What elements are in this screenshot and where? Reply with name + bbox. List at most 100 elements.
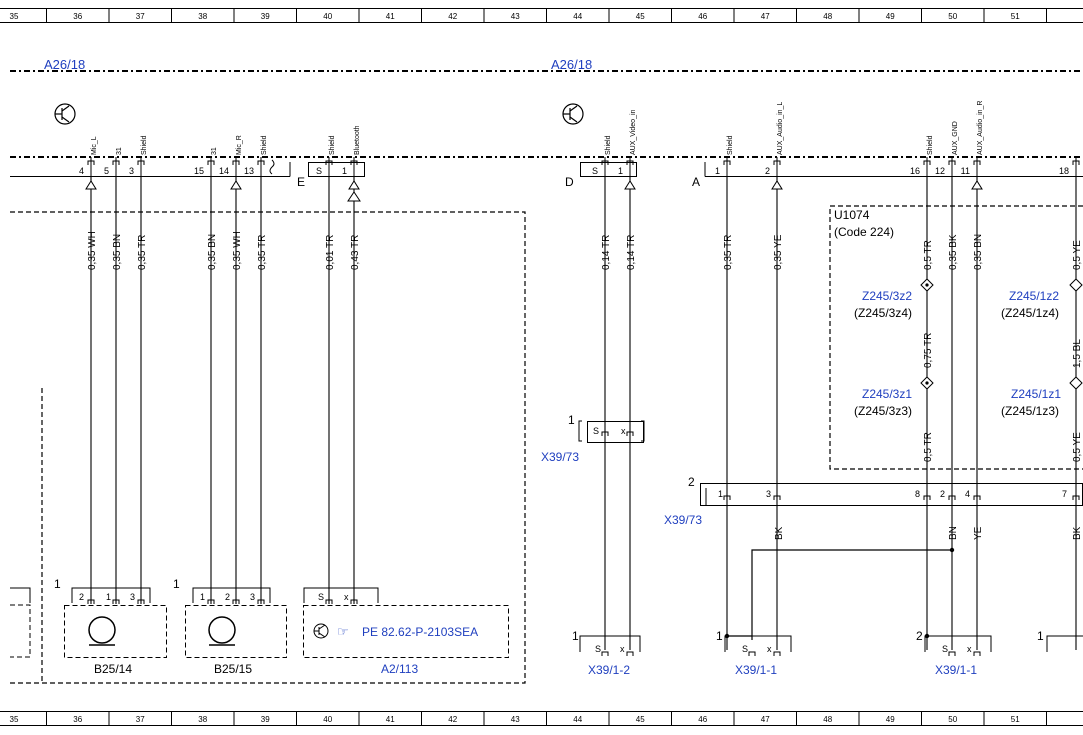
wire-label-z-tr: 0,75 TR (923, 333, 934, 368)
b25-14-label: B25/14 (94, 662, 132, 676)
connector-label: X39/1-2 (588, 663, 630, 677)
connector-pin-label: x (620, 644, 625, 654)
pin-label: Shield (261, 135, 268, 155)
grid-label: 49 (886, 715, 895, 724)
wire-color-bk2: BK (1072, 526, 1083, 540)
pin-socket (948, 651, 956, 656)
pin-label: Shield (141, 135, 148, 155)
wire-label: 0,14 TR (626, 235, 637, 270)
x39-73-pin-4: 4 (965, 489, 970, 499)
x39-73-upper-pin-x: x (621, 426, 626, 436)
pin-number: 13 (244, 166, 254, 176)
pin-socket (948, 495, 956, 500)
x39-73-upper-connector (578, 420, 645, 443)
pin-number: 3 (129, 166, 134, 176)
pin-label: AUX_Audio_in_R (977, 101, 984, 155)
component-enclosure (10, 211, 526, 684)
pin-socket (87, 599, 95, 604)
transistor-icon (562, 103, 584, 125)
microphone-b25-14 (64, 587, 167, 658)
wire-label: 0,35 BN (973, 234, 984, 270)
b25-14-num: 1 (54, 577, 61, 591)
grid-label: 39 (261, 715, 270, 724)
pin-label: AUX_Video_in (630, 109, 637, 155)
pin-socket (626, 651, 634, 656)
connector-number: 2 (916, 629, 923, 643)
grid-label: 38 (198, 12, 207, 21)
connector-label-e: E (297, 175, 305, 189)
pin-label: 31 (211, 147, 218, 155)
connector-housing (1046, 635, 1083, 652)
pin-label: Shield (329, 135, 336, 155)
splice-z1-top-alt: (Z245/3z4) (854, 306, 912, 320)
top-pins: Mic_L4315Shield33115Mic_R14Shield13Shiel… (79, 101, 1080, 176)
grid-ruler-bottom (0, 711, 1083, 726)
connector-number: 1 (716, 629, 723, 643)
connector-housing (924, 635, 992, 652)
b25-15-label: B25/15 (214, 662, 252, 676)
grid-label: 45 (636, 12, 645, 21)
grid-label: 37 (136, 12, 145, 21)
pin-number: 5 (104, 166, 109, 176)
pin-socket (207, 599, 215, 604)
pin-number: 15 (194, 166, 204, 176)
connector-housing (10, 159, 1083, 177)
grid-label: 35 (10, 715, 19, 724)
pin-socket (723, 495, 731, 500)
a2-113-label: A2/113 (381, 662, 418, 676)
grid-label: 38 (198, 715, 207, 724)
module-label-left: A26/18 (44, 57, 85, 72)
connector-pin-label: S (742, 644, 748, 654)
wire-label: 0,35 BN (112, 234, 123, 270)
pin-label: 31 (116, 147, 123, 155)
connector-pin-label: S (942, 644, 948, 654)
arrow-icon (971, 180, 983, 190)
pin-label: AUX_Audio_in_L (777, 102, 784, 155)
u1074-name: U1074 (834, 208, 870, 222)
grid-label: 49 (886, 12, 895, 21)
connector-housing (724, 635, 792, 652)
grid-label: 41 (386, 12, 395, 21)
module-boundary (10, 70, 1083, 158)
x39-73-pin-3: 3 (766, 489, 771, 499)
x39-73-upper-pin-s: S (593, 426, 599, 436)
pin-socket (923, 495, 931, 500)
pin-socket (232, 599, 240, 604)
splice-z1-top: Z245/3z2 (862, 289, 912, 303)
transistor-icon (54, 103, 76, 125)
ref-arrow-icon: ☞ (337, 624, 349, 639)
grid-label: 47 (761, 715, 770, 724)
arrow-icon (230, 180, 242, 190)
connector-number: 1 (572, 629, 579, 643)
x39-73-upper-num: 1 (568, 413, 575, 427)
splice-z2-top: Z245/1z2 (1009, 289, 1059, 303)
pin-socket (325, 599, 333, 604)
wire-label: 0,01 TR (325, 235, 336, 270)
splice-z2-bot-alt: (Z245/1z3) (1001, 404, 1059, 418)
pin-label: Bluetooth (354, 125, 361, 155)
pin-number: 1 (618, 166, 623, 176)
wire-label: 0,35 WH (87, 231, 98, 270)
pin-socket (112, 599, 120, 604)
u1074-enclosure (829, 205, 1083, 470)
connector-pin-label: x (767, 644, 772, 654)
pin-socket (973, 651, 981, 656)
arrow-icon (85, 180, 97, 190)
pin-label: Shield (727, 135, 734, 155)
connector-label-a: A (692, 175, 700, 189)
wire-label-z-cut2: 0,5 YE (1072, 432, 1083, 462)
pin-number: S (316, 166, 322, 176)
grid-label: 46 (698, 12, 707, 21)
pin-number: 14 (219, 166, 229, 176)
grid-label: 48 (823, 715, 832, 724)
pin-label: Shield (605, 135, 612, 155)
connector-label: X39/1-1 (935, 663, 977, 677)
pin-socket (257, 599, 265, 604)
pin-socket (626, 431, 634, 436)
grid-label: 36 (73, 12, 82, 21)
connector-housing (579, 635, 641, 652)
module-a2-113 (303, 587, 509, 658)
wire-label-z-cut1: 1,5 BL (1072, 339, 1083, 368)
